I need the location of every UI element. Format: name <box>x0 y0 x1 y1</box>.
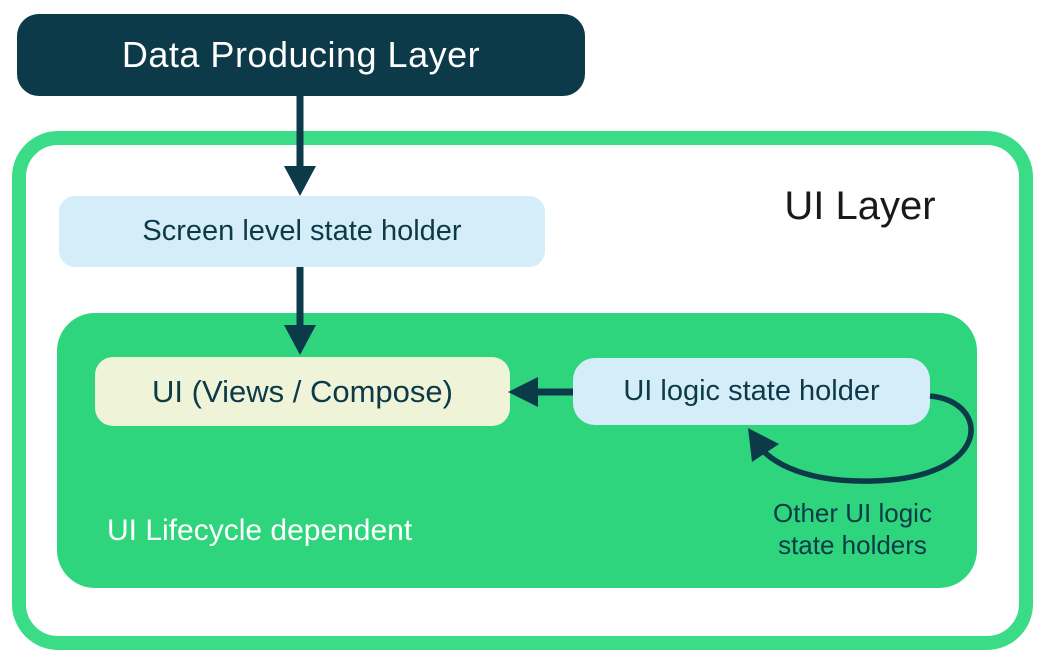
data-producing-layer-box: Data Producing Layer <box>17 14 585 96</box>
other-ui-logic-line2: state holders <box>778 530 927 560</box>
other-ui-logic-state-holders-label: Other UI logic state holders <box>740 497 965 561</box>
data-producing-layer-label: Data Producing Layer <box>121 34 481 75</box>
ui-views-compose-box: UI (Views / Compose) <box>95 357 510 426</box>
ui-views-compose-label: UI (Views / Compose) <box>152 373 453 409</box>
ui-lifecycle-dependent-label: UI Lifecycle dependent <box>107 514 413 547</box>
screen-level-state-holder-label: Screen level state holder <box>142 215 462 247</box>
screen-level-state-holder-box: Screen level state holder <box>59 196 545 267</box>
ui-logic-state-holder-label: UI logic state holder <box>623 375 880 407</box>
ui-layer-title: UI Layer <box>784 184 936 228</box>
ui-logic-state-holder-box: UI logic state holder <box>573 358 930 425</box>
other-ui-logic-line1: Other UI logic <box>773 498 932 528</box>
